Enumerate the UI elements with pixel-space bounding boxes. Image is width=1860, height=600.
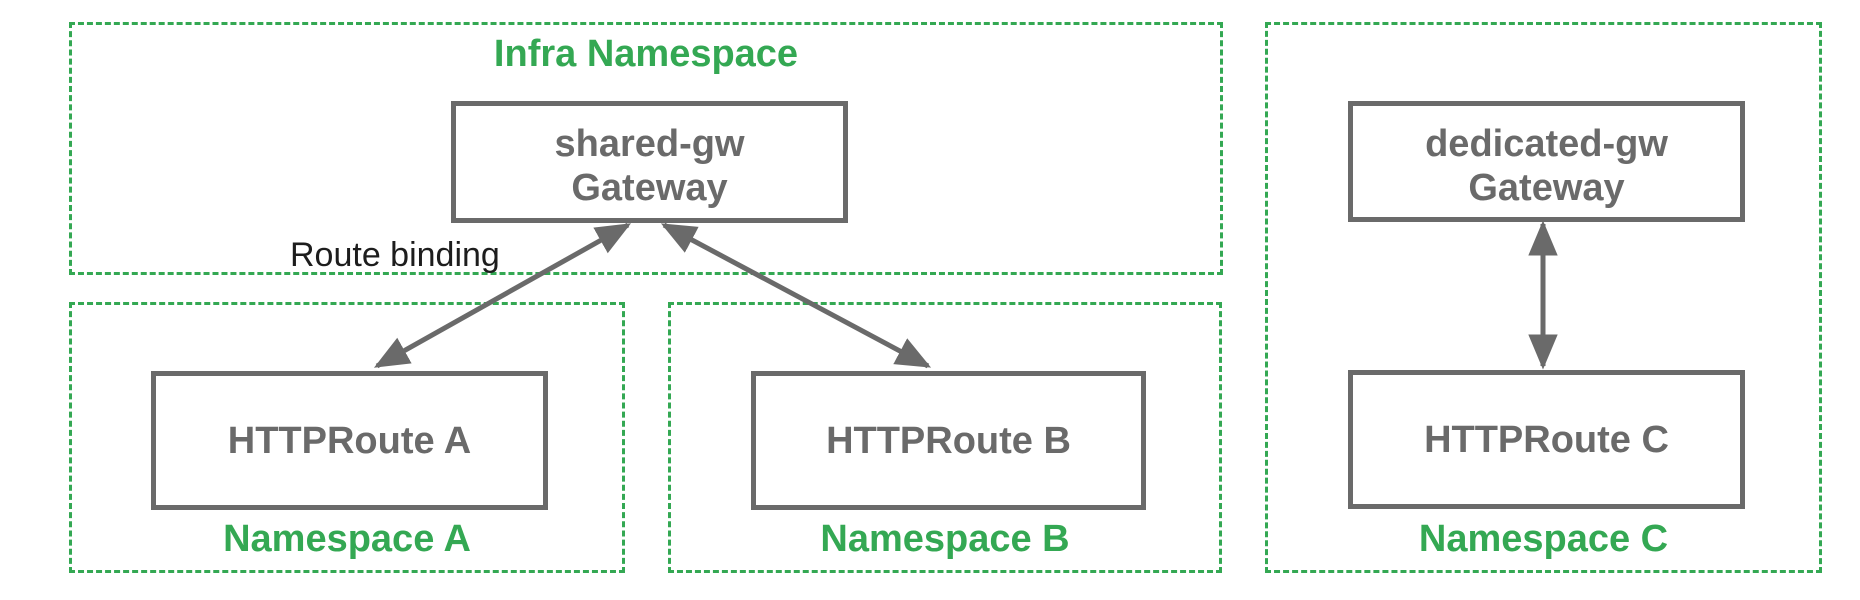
httproute-b-label: HTTPRoute B — [826, 419, 1071, 462]
dedicated-gw-kind: Gateway — [1468, 166, 1625, 209]
httproute-c-node: HTTPRoute C — [1348, 370, 1745, 509]
namespace-b-group: HTTPRoute B Namespace B — [668, 302, 1222, 573]
namespace-a-label: Namespace A — [223, 518, 471, 560]
shared-gw-kind: Gateway — [571, 167, 728, 209]
route-binding-annotation: Route binding — [290, 236, 500, 274]
namespace-a-group: HTTPRoute A Namespace A — [69, 302, 625, 573]
dedicated-gw-gateway-node: dedicated-gw Gateway — [1348, 101, 1745, 222]
infra-namespace-label: Infra Namespace — [493, 33, 799, 75]
httproute-c-label: HTTPRoute C — [1424, 418, 1669, 461]
infra-namespace-group: Infra Namespace shared-gw Gateway — [69, 22, 1223, 275]
dedicated-gw-name: dedicated-gw — [1425, 122, 1668, 165]
namespace-b-label: Namespace B — [820, 518, 1070, 560]
httproute-b-node: HTTPRoute B — [751, 371, 1146, 510]
namespace-c-label: Namespace C — [1418, 518, 1669, 560]
shared-gw-gateway-node: shared-gw Gateway — [451, 101, 848, 223]
httproute-a-label: HTTPRoute A — [227, 419, 472, 462]
namespace-c-group: dedicated-gw Gateway HTTPRoute C Namespa… — [1265, 22, 1822, 573]
shared-gw-name: shared-gw — [554, 123, 745, 165]
httproute-a-node: HTTPRoute A — [151, 371, 548, 510]
